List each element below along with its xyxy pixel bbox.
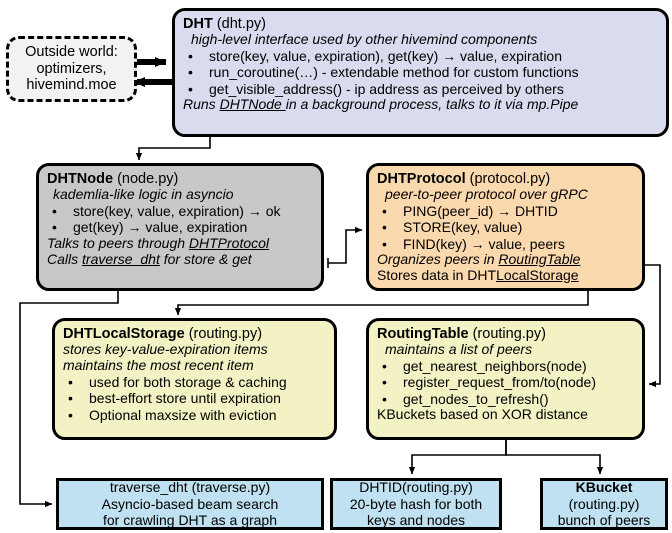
routingtable-bullets: get_nearest_neighbors(node) register_req… [377, 358, 642, 407]
dhtnode-bullet-2: get(key) → value, expiration [47, 219, 321, 235]
traverse-line-3: for crawling DHT as a graph [102, 512, 278, 529]
protocol-link-routingtable[interactable]: RoutingTable [498, 250, 581, 267]
dht-footer-link-dhtnode[interactable]: DHTNode [219, 95, 286, 112]
protocol-link-localstorage[interactable]: LocalStorage [496, 266, 579, 283]
dhtnode-bullet-1: store(key, value, expiration) → ok [47, 203, 321, 219]
dht-footer-pre: Runs [183, 95, 220, 112]
protocol-footer-1: Organizes peers in RoutingTable [377, 250, 642, 268]
dhtnode-module: (node.py) [117, 171, 179, 187]
routingtable-bullet-1: get_nearest_neighbors(node) [377, 358, 642, 374]
node-kbucket[interactable]: KBucket (routing.py) bunch of peers [540, 478, 668, 530]
traverse-module: (traverse.py) [191, 479, 271, 496]
dhtnode-title: DHTNode (node.py) [47, 171, 321, 187]
routingtable-title: RoutingTable (routing.py) [377, 326, 642, 342]
protocol-bullet-2: STORE(key, value) [377, 219, 642, 235]
traverse-title: traverse_dht (traverse.py) [59, 479, 321, 496]
dhtid-title: DHTID(routing.py) [333, 479, 499, 496]
traverse-line-2: Asyncio-based beam search [101, 495, 279, 512]
dht-bullet-2: run_coroutine(…) - extendable method for… [183, 64, 666, 80]
routingtable-footer: KBuckets based on XOR distance [377, 405, 588, 422]
outside-world-line-2: optimizers, [36, 60, 107, 77]
dhtid-name: DHTID [359, 479, 402, 496]
connector-routingtable-to-dhtid [408, 440, 507, 475]
routingtable-module: (routing.py) [472, 326, 546, 342]
node-outside-world[interactable]: Outside world: optimizers, hivemind.moe [6, 36, 137, 102]
localstorage-name: DHTLocalStorage [63, 326, 185, 342]
outside-world-text: Outside world: optimizers, hivemind.moe [25, 44, 118, 94]
routingtable-subtitle: maintains a list of peers [385, 341, 533, 358]
node-dhtprotocol[interactable]: DHTProtocol (protocol.py) peer-to-peer p… [366, 163, 645, 291]
protocol-module: (protocol.py) [469, 171, 551, 187]
dhtnode-name: DHTNode [47, 171, 114, 187]
connector-routingtable-to-kbucket [505, 440, 604, 475]
protocol-subtitle: peer-to-peer protocol over gRPC [385, 186, 588, 203]
connector-dht-to-dhtnode [135, 137, 211, 161]
dht-bullet-1: store(key, value, expiration), get(key) … [183, 48, 666, 64]
localstorage-bullet-1: used for both storage & caching [63, 374, 334, 390]
dht-name: DHT [183, 16, 213, 32]
node-dhtid[interactable]: DHTID(routing.py) 20-byte hash for both … [330, 478, 502, 530]
dhtnode-footer-1: Talks to peers through DHTProtocol [47, 234, 321, 252]
dht-title: DHT (dht.py) [183, 16, 666, 32]
protocol-footer1-pre: Organizes peers in [377, 250, 499, 267]
outside-world-line-1: Outside world: [25, 43, 118, 60]
dhtnode-bullets: store(key, value, expiration) → ok get(k… [47, 203, 321, 236]
dht-module: (dht.py) [216, 16, 267, 32]
localstorage-subtitle-2: maintains the most recent item [63, 357, 254, 374]
protocol-bullet-3: FIND(key) → value, peers [377, 236, 642, 252]
dht-bullet-3: get_visible_address() - ip address as pe… [183, 81, 666, 97]
localstorage-subtitle-1: stores key-value-expiration items [63, 341, 268, 358]
node-dhtnode[interactable]: DHTNode (node.py) kademlia-like logic in… [36, 163, 324, 291]
routingtable-name: RoutingTable [377, 326, 469, 342]
dht-subtitle: high-level interface used by other hivem… [191, 31, 538, 48]
protocol-footer2-pre: Stores data in DHT [377, 266, 497, 283]
node-traverse-dht[interactable]: traverse_dht (traverse.py) Asyncio-based… [56, 478, 324, 530]
outside-world-line-3: hivemind.moe [26, 77, 117, 94]
routingtable-bullet-2: register_request_from/to(node) [377, 374, 642, 390]
protocol-bullet-1: PING(peer_id) → DHTID [377, 203, 642, 219]
dht-bullets: store(key, value, expiration), get(key) … [183, 48, 666, 97]
connector-protocol-to-localstorage [174, 291, 589, 316]
node-dhtlocalstorage[interactable]: DHTLocalStorage (routing.py) stores key-… [52, 318, 337, 440]
protocol-name: DHTProtocol [377, 171, 466, 187]
localstorage-module: (routing.py) [188, 326, 263, 342]
dhtnode-footer1-pre: Talks to peers through [47, 234, 189, 251]
connector-dhtnode-to-protocol [327, 226, 363, 268]
dhtnode-footer2-post: for store & get [159, 250, 252, 267]
localstorage-bullet-2: best-effort store until expiration [63, 390, 334, 406]
localstorage-bullet-3: Optional maxsize with eviction [63, 407, 334, 423]
dhtid-line-2: 20-byte hash for both [349, 495, 483, 512]
node-routingtable[interactable]: RoutingTable (routing.py) maintains a li… [366, 318, 645, 440]
node-dht[interactable]: DHT (dht.py) high-level interface used b… [172, 8, 669, 137]
routingtable-bullet-3: get_nodes_to_refresh() [377, 391, 642, 407]
protocol-title: DHTProtocol (protocol.py) [377, 171, 642, 187]
traverse-name: traverse_dht [109, 479, 188, 496]
localstorage-title: DHTLocalStorage (routing.py) [63, 326, 334, 342]
dhtnode-link-dhtprotocol[interactable]: DHTProtocol [188, 234, 270, 251]
dhtnode-link-traverse-dht[interactable]: traverse_dht [82, 250, 160, 267]
kbucket-line-3: bunch of peers [557, 512, 651, 529]
protocol-bullets: PING(peer_id) → DHTID STORE(key, value) … [377, 203, 642, 252]
kbucket-module: (routing.py) [568, 495, 640, 512]
dhtnode-subtitle: kademlia-like logic in asyncio [53, 186, 234, 203]
protocol-footer-2: Stores data in DHTLocalStorage [377, 266, 642, 284]
dhtid-module: (routing.py) [401, 479, 473, 496]
dht-footer-post: in a background process, talks to it via… [285, 95, 579, 112]
kbucket-name: KBucket [575, 479, 633, 496]
dhtnode-footer2-pre: Calls [47, 250, 83, 267]
localstorage-bullets: used for both storage & caching best-eff… [63, 374, 334, 423]
dhtid-line-3: keys and nodes [366, 512, 466, 529]
dhtnode-footer-2: Calls traverse_dht for store & get [47, 250, 321, 268]
dht-footer: Runs DHTNode in a background process, ta… [183, 95, 666, 113]
